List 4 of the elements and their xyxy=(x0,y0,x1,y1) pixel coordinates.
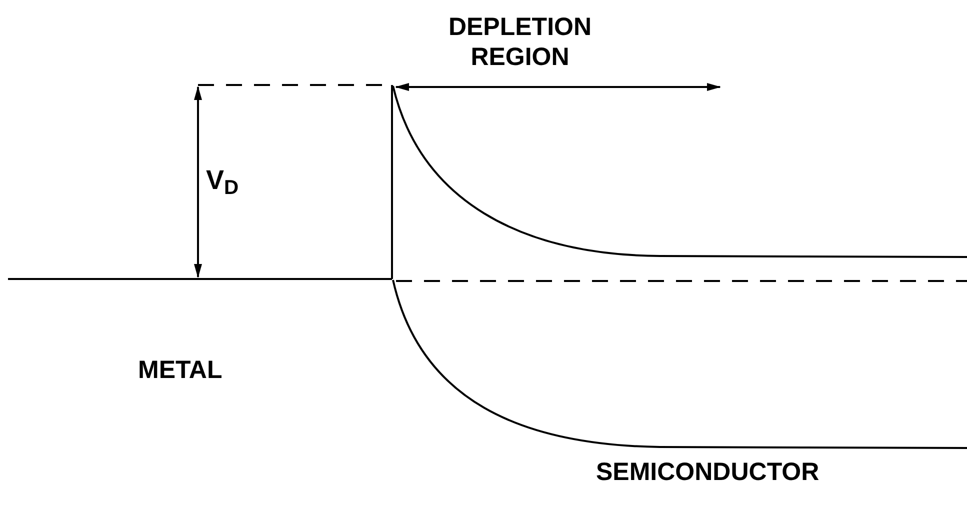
voltage-label: V$_{D}$ xyxy=(206,164,239,200)
region-label: SEMICONDUCTOR xyxy=(596,457,820,488)
region-label: METAL xyxy=(138,355,222,386)
region-label: DEPLETION REGION xyxy=(447,12,593,72)
